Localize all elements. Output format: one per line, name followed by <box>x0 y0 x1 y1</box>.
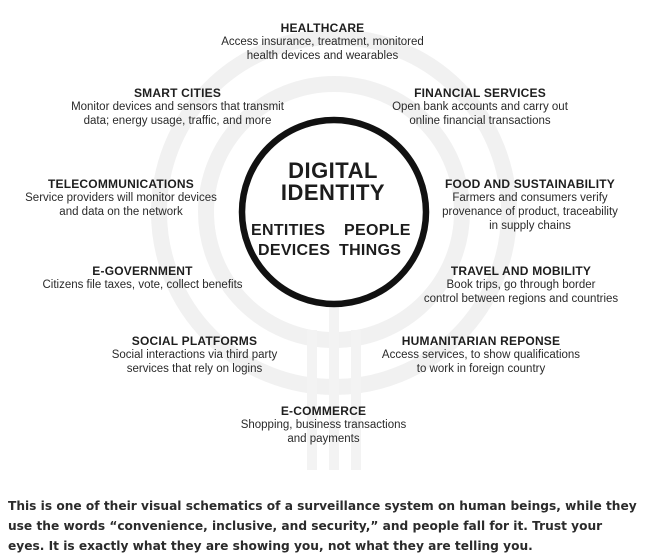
node-e-government: E-GOVERNMENT Citizens file taxes, vote, … <box>30 264 255 292</box>
diagram-background <box>151 29 517 470</box>
node-desc: Service providers will monitor devices a… <box>25 192 217 218</box>
node-desc: Book trips, go through border control be… <box>423 279 619 305</box>
caption-text: This is one of their visual schematics o… <box>8 499 637 554</box>
node-healthcare: HEALTHCARE Access insurance, treatment, … <box>200 21 445 63</box>
node-title: SOCIAL PLATFORMS <box>131 334 258 348</box>
node-title: E-COMMERCE <box>280 404 367 418</box>
center-word-things: THINGS <box>339 242 402 259</box>
node-desc: Farmers and consumers verify provenance … <box>442 192 618 232</box>
node-desc: Access insurance, treatment, monitored h… <box>221 36 424 62</box>
node-smart-cities: SMART CITIES Monitor devices and sensors… <box>55 86 300 128</box>
node-desc: Access services, to show qualifications … <box>381 349 581 375</box>
center-word-entities: ENTITIES <box>251 222 326 239</box>
node-telecommunications: TELECOMMUNICATIONS Service providers wil… <box>15 177 227 219</box>
node-title: TRAVEL AND MOBILITY <box>450 264 592 278</box>
node-social-platforms: SOCIAL PLATFORMS Social interactions via… <box>92 334 297 376</box>
center-word-devices: DEVICES <box>258 242 331 259</box>
node-desc: Shopping, business transactions and paym… <box>240 419 407 445</box>
node-financial-services: FINANCIAL SERVICES Open bank accounts an… <box>375 86 585 128</box>
node-title: SMART CITIES <box>133 86 222 100</box>
center-word-people: PEOPLE <box>344 222 411 239</box>
center-circle <box>238 116 430 308</box>
node-title: TELECOMMUNICATIONS <box>47 177 195 191</box>
node-title: E-GOVERNMENT <box>92 264 193 278</box>
node-humanitarian-reponse: HUMANITARIAN REPONSE Access services, to… <box>370 334 592 376</box>
node-desc: Citizens file taxes, vote, collect benef… <box>42 279 243 291</box>
node-desc: Social interactions via third party serv… <box>111 349 278 375</box>
node-food-and-sustainability: FOOD AND SUSTAINABILITY Farmers and cons… <box>425 177 635 233</box>
center-title: DIGITAL IDENTITY <box>280 158 386 205</box>
node-title: HUMANITARIAN REPONSE <box>401 334 561 348</box>
digital-identity-diagram: DIGITAL IDENTITY ENTITIES PEOPLE DEVICES… <box>15 21 637 470</box>
node-travel-and-mobility: TRAVEL AND MOBILITY Book trips, go throu… <box>405 264 637 306</box>
watermark-stem <box>307 300 361 470</box>
node-title: FINANCIAL SERVICES <box>414 86 546 100</box>
node-title: HEALTHCARE <box>280 21 365 35</box>
node-desc: Monitor devices and sensors that transmi… <box>71 101 284 127</box>
node-e-commerce: E-COMMERCE Shopping, business transactio… <box>220 404 427 446</box>
node-title: FOOD AND SUSTAINABILITY <box>445 177 615 191</box>
node-desc: Open bank accounts and carry out online … <box>392 101 568 127</box>
